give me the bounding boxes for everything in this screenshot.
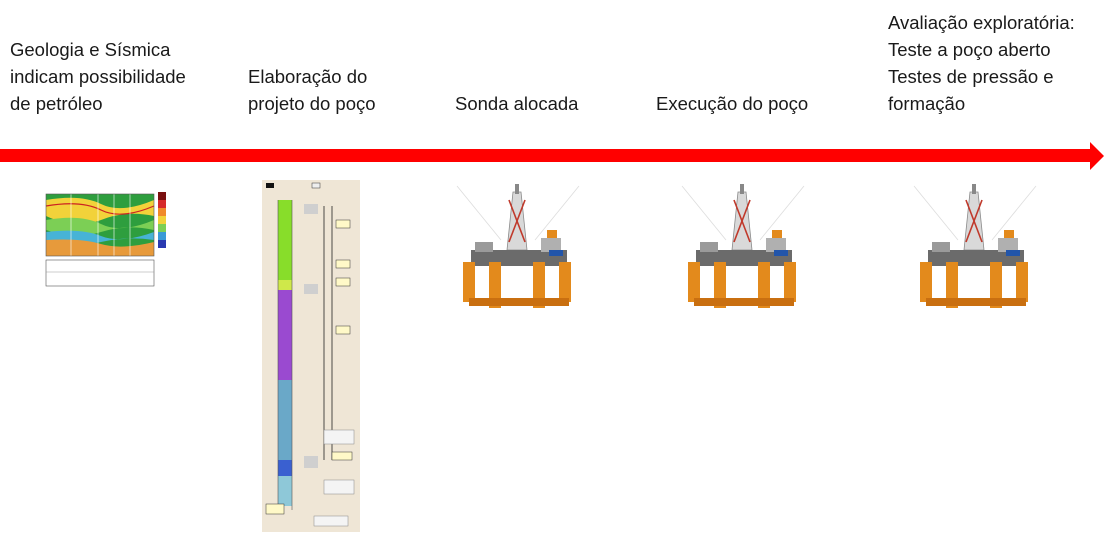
seismic-section-image bbox=[26, 180, 184, 292]
stage-label-rig-allocated: Sonda alocada bbox=[455, 93, 579, 114]
timeline-arrow bbox=[0, 142, 1104, 170]
well-schematic-image bbox=[262, 180, 360, 532]
stage-label-well-design: Elaboração do projeto do poço bbox=[248, 66, 376, 114]
offshore-rig-icon bbox=[674, 180, 810, 320]
stage-label-geology: Geologia e Sísmica indicam possibilidade… bbox=[10, 39, 186, 114]
offshore-rig-icon bbox=[906, 180, 1042, 320]
stage-label-exploratory-evaluation: Avaliação exploratória: Teste a poço abe… bbox=[888, 12, 1075, 114]
offshore-rig-icon bbox=[449, 180, 585, 320]
stage-label-well-execution: Execução do poço bbox=[656, 93, 809, 114]
